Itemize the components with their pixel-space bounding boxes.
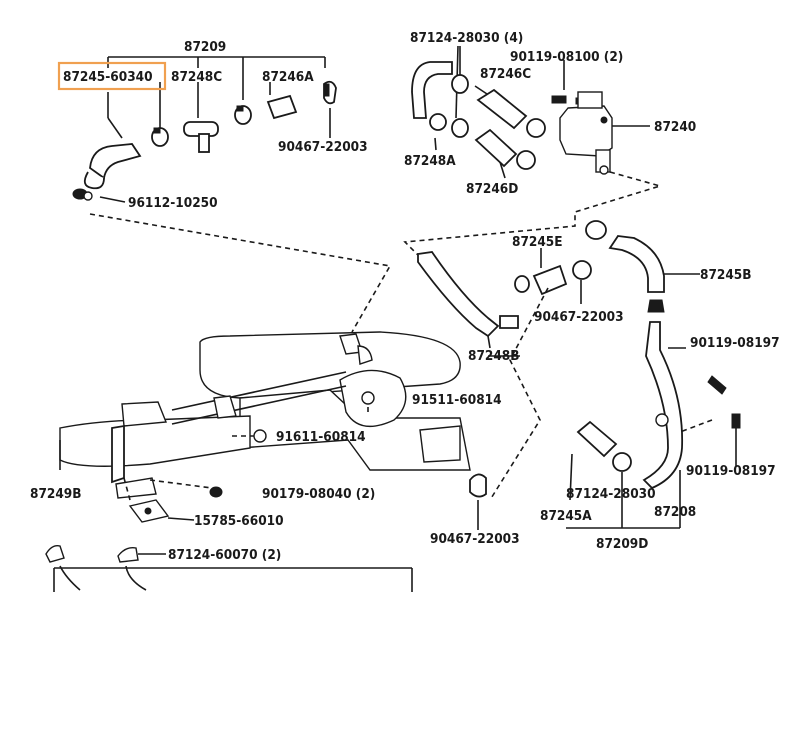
pipe-87248B	[417, 251, 519, 349]
hose-87246C	[476, 88, 528, 130]
hose-87245A	[566, 420, 681, 529]
label-87248B[interactable]: 87248B	[468, 348, 520, 364]
valve-87240	[559, 91, 613, 175]
label-96112-10250[interactable]: 96112-10250	[128, 195, 218, 211]
label-15785-66010[interactable]: 15785-66010	[194, 513, 284, 529]
clamp-90467-22003-top	[323, 80, 337, 105]
assembly-87209	[99, 56, 331, 203]
hose-87245-60340	[83, 143, 142, 190]
dashed-path-upper	[403, 171, 663, 263]
top-right-cluster-lines	[434, 45, 650, 179]
clamp-87246A-left	[234, 105, 252, 125]
label-87249B[interactable]: 87249B	[30, 486, 82, 502]
bolt-90119-08197-b	[731, 413, 741, 466]
label-90467-22003-a[interactable]: 90467-22003	[278, 139, 368, 155]
label-87208[interactable]: 87208	[654, 504, 696, 520]
pipe-87208	[642, 321, 686, 490]
label-87246A[interactable]: 87246A	[262, 69, 314, 85]
bottom-caps	[45, 544, 413, 592]
label-90119-08197-b[interactable]: 90119-08197	[686, 463, 776, 479]
label-87245B[interactable]: 87245B	[700, 267, 752, 283]
bolt-90119-08197-a	[707, 375, 727, 395]
label-90467-22003-b[interactable]: 90467-22003	[534, 309, 624, 325]
label-87248C[interactable]: 87248C	[171, 69, 222, 85]
hose-87248A	[411, 61, 453, 119]
hose-87245E	[514, 248, 592, 304]
label-87209D[interactable]: 87209D	[596, 536, 648, 552]
engine-block	[59, 331, 471, 499]
label-87124-60070-2[interactable]: 87124-60070 (2)	[168, 547, 281, 563]
hose-87245B	[608, 235, 700, 293]
clamp-87124-28030	[429, 74, 546, 170]
label-91511-60814[interactable]: 91511-60814	[412, 392, 502, 408]
clamp-87245B-lower	[647, 299, 665, 313]
label-87240[interactable]: 87240	[654, 119, 696, 135]
label-91611-60814[interactable]: 91611-60814	[276, 429, 366, 445]
highlight-box	[57, 61, 167, 91]
clamp-87245E-top	[585, 220, 607, 240]
tee-joint-87248C	[183, 121, 219, 153]
label-87246C[interactable]: 87246C	[480, 66, 531, 82]
label-90467-22003-c[interactable]: 90467-22003	[430, 531, 520, 547]
label-87245E[interactable]: 87245E	[512, 234, 563, 250]
label-87245A[interactable]: 87245A	[540, 508, 592, 524]
hose-87246A	[266, 94, 298, 120]
gasket-15785-66010	[128, 499, 195, 523]
label-87245-60340[interactable]: 87245-60340	[63, 69, 153, 85]
clamp-87248C	[151, 127, 169, 147]
bolts-engine	[209, 355, 520, 530]
label-87124-28030-4[interactable]: 87124-28030 (4)	[410, 30, 523, 46]
label-90119-08197-a[interactable]: 90119-08197	[690, 335, 780, 351]
label-87209[interactable]: 87209	[184, 39, 226, 55]
label-90179-08040-2[interactable]: 90179-08040 (2)	[262, 486, 375, 502]
dashed-path-right	[489, 287, 713, 501]
label-87246D[interactable]: 87246D	[466, 181, 518, 197]
label-90119-08100-2[interactable]: 90119-08100 (2)	[510, 49, 623, 65]
bolt-96112-10250	[72, 188, 93, 201]
label-87124-28030[interactable]: 87124-28030	[566, 486, 656, 502]
hose-87246D	[474, 128, 518, 168]
label-87248A[interactable]: 87248A	[404, 153, 456, 169]
